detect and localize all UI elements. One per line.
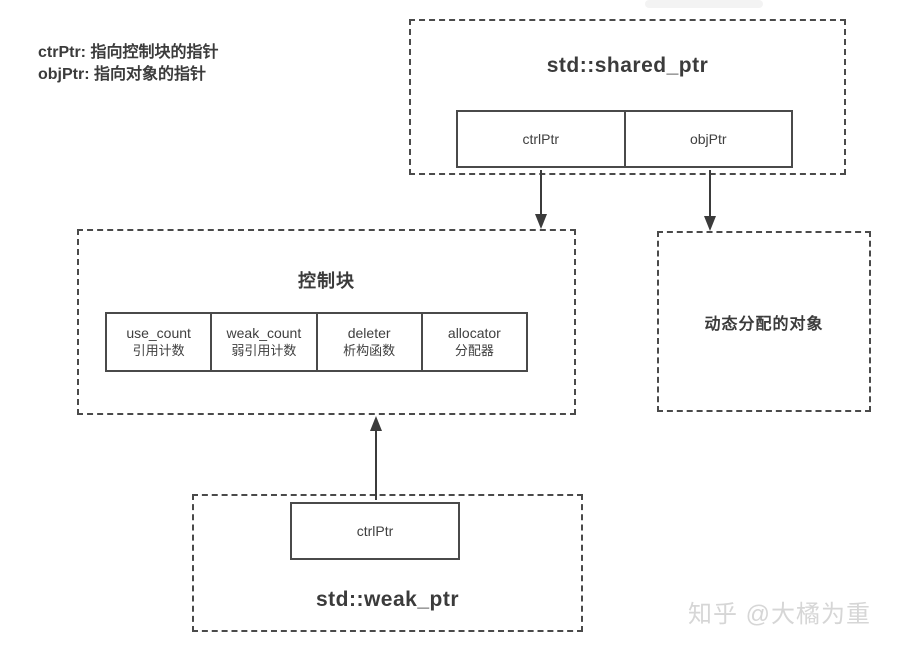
legend-objptr: objPtr: 指向对象的指针 [38, 66, 206, 83]
shared-ptr-ctrlptr-cell: ctrlPtr [458, 112, 626, 166]
shared-ptr-title: std::shared_ptr [546, 54, 709, 77]
control-block-title: 控制块 [298, 271, 355, 291]
arrow-ctrlptr-to-control-block [535, 170, 547, 229]
weak-ptr-box: ctrlPtr std::weak_ptr [192, 494, 583, 632]
legend-ctrptr: ctrPtr: 指向控制块的指针 [38, 44, 219, 61]
control-block-cell-deleter: deleter 析构函数 [318, 314, 423, 370]
weak-ptr-title: std::weak_ptr [315, 588, 460, 611]
zhihu-watermark: 知乎 @大橘为重 [688, 601, 872, 628]
shared-ptr-box: std::shared_ptr ctrlPtr objPtr [409, 19, 846, 175]
pointer-legend: ctrPtr: 指向控制块的指针 objPtr: 指向对象的指针 [38, 42, 218, 86]
cell-label-en: weak_count [226, 325, 302, 341]
allocated-object-box: 动态分配的对象 [657, 231, 871, 412]
control-block-cell-use-count: use_count 引用计数 [107, 314, 213, 370]
arrow-objptr-to-object [704, 170, 716, 231]
control-block-members-row: use_count 引用计数 weak_count 弱引用计数 deleter … [105, 312, 528, 372]
cell-label-zh: 分配器 [454, 343, 494, 358]
control-block-box: 控制块 use_count 引用计数 weak_count 弱引用计数 dele… [77, 229, 576, 415]
control-block-cell-allocator: allocator 分配器 [423, 314, 526, 370]
cell-label-en: allocator [447, 325, 501, 341]
shared-ptr-objptr-cell: objPtr [689, 131, 727, 147]
weak-ptr-ctrlptr-cell: ctrlPtr [290, 502, 460, 560]
cell-label-zh: 引用计数 [132, 343, 185, 358]
cell-label-zh: 析构函数 [343, 343, 396, 358]
cell-label-en: use_count [126, 325, 191, 341]
shared-ptr-members-row: ctrlPtr objPtr [456, 110, 793, 168]
cell-label-en: deleter [347, 325, 391, 341]
allocated-object-label: 动态分配的对象 [704, 315, 824, 333]
arrow-weakptr-to-control-block [370, 416, 382, 500]
faint-top-artifact [645, 0, 763, 8]
cell-label-zh: 弱引用计数 [231, 343, 297, 358]
control-block-cell-weak-count: weak_count 弱引用计数 [212, 314, 318, 370]
